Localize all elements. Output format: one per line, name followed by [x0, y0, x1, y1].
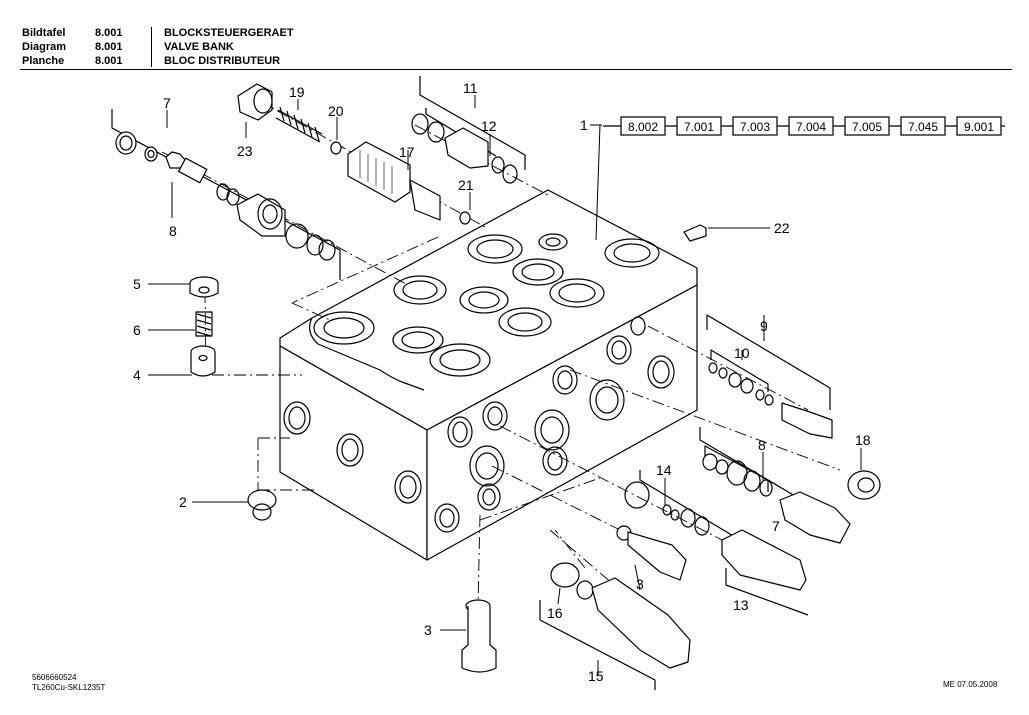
header-number-fr: 8.001 — [95, 55, 123, 67]
reference-label: 7.001 — [684, 120, 714, 134]
callout-7b: 7 — [772, 518, 780, 534]
plug-item-22 — [683, 224, 707, 242]
header-labels: Bildtafel Diagram Planche — [22, 26, 82, 68]
callout-2: 2 — [179, 494, 187, 510]
callout-18: 18 — [855, 432, 871, 448]
check-valve-item-3-lower — [461, 599, 497, 673]
plug-item-18 — [847, 470, 881, 500]
leader-lines — [148, 95, 862, 675]
reference-label: 8.002 — [628, 120, 658, 134]
reference-label: 7.003 — [740, 120, 770, 134]
spool-assembly-top — [237, 83, 471, 225]
valve-assembly-15 — [539, 562, 691, 690]
callout-20: 20 — [328, 103, 344, 119]
relief-valve-assembly-upper — [111, 109, 341, 280]
check-valve-item-3-upper — [616, 525, 687, 581]
valve-assembly-9 — [706, 314, 833, 439]
header-number-de: 8.001 — [95, 27, 123, 39]
header-label-en: Diagram — [22, 41, 67, 53]
callout-6: 6 — [133, 322, 141, 338]
callout-9: 9 — [760, 318, 768, 334]
valve-assembly-13 — [624, 470, 809, 616]
reference-label: 7.045 — [908, 120, 938, 134]
callout-3b: 3 — [424, 622, 432, 638]
callout-14: 14 — [656, 462, 672, 478]
callout-19: 19 — [289, 84, 305, 100]
callout-16: 16 — [547, 605, 563, 621]
reference-box[interactable]: 9.001 — [956, 116, 1002, 136]
callout-5: 5 — [133, 276, 141, 292]
reference-box[interactable]: 7.003 — [732, 116, 778, 136]
callout-8b: 8 — [758, 437, 766, 453]
plug-item-2 — [247, 489, 277, 521]
callout-labels: 7 8 19 20 23 11 12 17 21 22 1 5 6 4 2 9 … — [133, 80, 871, 684]
header-label-de: Bildtafel — [22, 27, 66, 39]
check-valve-assembly — [411, 76, 526, 184]
callout-10: 10 — [734, 345, 750, 361]
header-label-fr: Planche — [22, 55, 65, 67]
callout-4: 4 — [133, 367, 141, 383]
header-title-de: BLOCKSTEUERGERAET — [164, 27, 294, 39]
callout-3a: 3 — [636, 576, 644, 592]
model-code: TL260Cu-SKL1235T — [32, 683, 106, 692]
reference-label: 7.005 — [852, 120, 882, 134]
reference-box[interactable]: 7.005 — [844, 116, 890, 136]
callout-11: 11 — [463, 80, 478, 96]
callout-21: 21 — [458, 177, 474, 193]
callout-17: 17 — [399, 144, 415, 160]
reference-box[interactable]: 8.002 — [620, 116, 666, 136]
reference-label: 9.001 — [964, 120, 994, 134]
header-separator — [151, 27, 152, 67]
reference-box[interactable]: 7.004 — [788, 116, 834, 136]
reference-box[interactable]: 7.001 — [676, 116, 722, 136]
spring-item-6 — [195, 311, 213, 337]
reference-label: 7.004 — [796, 120, 826, 134]
callout-12: 12 — [481, 118, 497, 134]
callout-8a: 8 — [169, 223, 177, 239]
plug-item-5 — [189, 276, 219, 298]
header-title-fr: BLOC DISTRIBUTEUR — [164, 55, 281, 67]
header-numbers: 8.001 8.001 8.001 — [95, 26, 135, 68]
header-rule — [20, 69, 1012, 70]
date-stamp: ME 07.05.2008 — [943, 680, 998, 689]
relief-valve-assembly-lower — [699, 427, 851, 544]
callout-22: 22 — [774, 220, 790, 236]
reference-box[interactable]: 7.045 — [900, 116, 946, 136]
header-number-en: 8.001 — [95, 41, 123, 53]
header-title-en: VALVE BANK — [164, 41, 234, 53]
document-number: 5606660524 — [32, 673, 77, 682]
callout-23: 23 — [237, 143, 253, 159]
header-titles: BLOCKSTEUERGERAET VALVE BANK BLOC DISTRI… — [164, 26, 424, 68]
fitting-item-4 — [190, 345, 216, 377]
callout-1: 1 — [580, 117, 588, 133]
callout-15: 15 — [588, 668, 604, 684]
valve-block-body — [279, 189, 698, 561]
callout-7a: 7 — [163, 95, 171, 111]
callout-13: 13 — [733, 597, 749, 613]
reference-boxes: 8.002 7.001 7.003 7.004 7.005 7.045 9.00… — [620, 116, 1002, 136]
